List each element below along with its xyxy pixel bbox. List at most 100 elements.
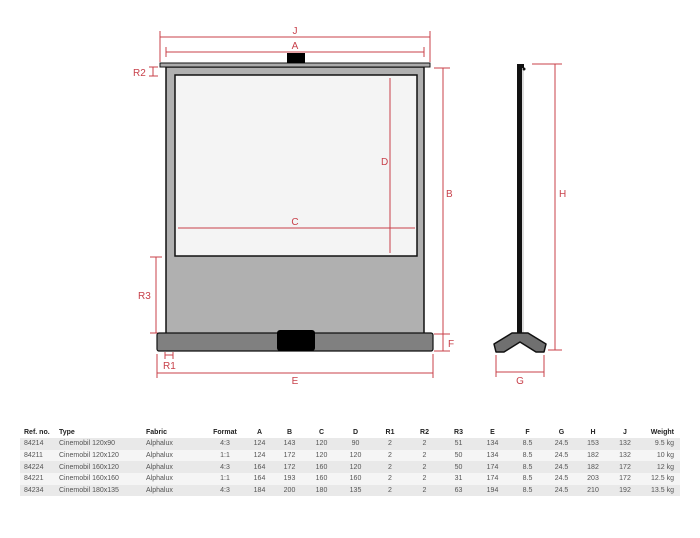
- table-cell: 160: [315, 463, 328, 471]
- table-cell: 210: [587, 487, 599, 495]
- table-cell: 12.5 kg: [651, 475, 674, 483]
- table-cell: 2: [388, 463, 392, 471]
- table-cell: Cinemobil 160x160: [59, 475, 119, 483]
- table-cell: 24.5: [554, 475, 569, 483]
- table-cell: 182: [587, 452, 599, 460]
- table-cell: 2: [388, 487, 392, 495]
- table-cell: 120: [315, 440, 328, 448]
- table-cell: 2: [422, 487, 427, 495]
- label-g: G: [516, 376, 524, 387]
- table-cell: 51: [454, 440, 463, 448]
- label-f: F: [448, 339, 454, 350]
- table-cell: 4:3: [220, 463, 230, 471]
- table-cell: 194: [486, 487, 499, 495]
- table-cell: 174: [486, 475, 499, 483]
- table-cell: 124: [253, 440, 266, 448]
- column-header: Fabric: [146, 429, 168, 436]
- table-cell: 203: [587, 475, 599, 483]
- table-cell: 8.5: [522, 475, 533, 483]
- column-header: R1: [385, 429, 395, 436]
- table-cell: 2: [422, 475, 427, 483]
- column-header: J: [623, 429, 627, 436]
- label-d: D: [381, 157, 388, 168]
- inner-dimension-lines: [178, 78, 415, 253]
- table-cell: 4:3: [220, 487, 230, 495]
- table-cell: 172: [283, 452, 296, 460]
- table-cell: 8.5: [522, 440, 533, 448]
- table-cell: 182: [587, 463, 599, 471]
- table-cell: 172: [619, 463, 631, 471]
- table-cell: Cinemobil 180x135: [59, 487, 119, 495]
- label-c: C: [291, 217, 298, 228]
- table-cell: 134: [486, 440, 499, 448]
- table-cell: 84221: [24, 475, 44, 483]
- table-cell: 1:1: [220, 452, 230, 460]
- table-cell: 12 kg: [656, 463, 674, 471]
- screen-dimension-diagram: J A R2 B C D R3 F R1 E H G: [133, 26, 566, 387]
- column-header: Format: [213, 429, 237, 436]
- column-header: R3: [454, 429, 463, 436]
- table-cell: 63: [454, 487, 463, 495]
- base-handle: [277, 330, 315, 351]
- column-header: Weight: [650, 429, 674, 436]
- column-header: G: [558, 429, 565, 436]
- column-header: Ref. no.: [24, 429, 50, 436]
- column-header: F: [525, 429, 530, 436]
- table-cell: 132: [619, 440, 631, 448]
- table-cell: 134: [486, 452, 499, 460]
- column-header: Type: [59, 429, 75, 436]
- table-cell: 174: [486, 463, 499, 471]
- table-cell: 8.5: [522, 463, 533, 471]
- column-header: D: [352, 429, 359, 436]
- side-foot: [493, 332, 547, 353]
- table-cell: 135: [349, 487, 362, 495]
- label-b: B: [446, 189, 453, 200]
- column-header: H: [590, 429, 596, 436]
- screen-fabric: [174, 74, 418, 257]
- table-cell: 50: [454, 452, 463, 460]
- table-cell: 2: [422, 452, 427, 460]
- table-cell: 24.5: [554, 440, 569, 448]
- table-cell: 24.5: [554, 452, 569, 460]
- label-h: H: [559, 189, 566, 200]
- top-handle: [287, 53, 305, 63]
- table-cell: 120: [349, 452, 362, 460]
- table-cell: 120: [315, 452, 328, 460]
- table-cell: 24.5: [554, 463, 569, 471]
- column-header: B: [286, 429, 293, 436]
- table-cell: 31: [454, 475, 463, 483]
- table-cell: 1:1: [220, 475, 230, 483]
- table-cell: 9.5 kg: [654, 440, 674, 448]
- label-r3: R3: [138, 291, 151, 302]
- table-cell: 84224: [24, 463, 44, 471]
- table-cell: 153: [587, 440, 599, 448]
- table-cell: 180: [315, 487, 328, 495]
- table-cell: 164: [253, 475, 266, 483]
- table-cell: 2: [388, 452, 392, 460]
- table-cell: 172: [283, 463, 296, 471]
- table-cell: Alphalux: [146, 475, 173, 483]
- table-cell: 8.5: [522, 452, 533, 460]
- table-cell: 90: [351, 440, 360, 448]
- side-pole: [517, 65, 522, 337]
- table-cell: 164: [253, 463, 266, 471]
- table-cell: 2: [388, 475, 392, 483]
- table-cell: Alphalux: [146, 452, 173, 460]
- table-cell: 50: [454, 463, 463, 471]
- table-cell: 84211: [24, 452, 43, 460]
- label-j: J: [293, 26, 298, 37]
- table-cell: Alphalux: [146, 463, 173, 471]
- dimension-lines: [149, 31, 562, 378]
- table-cell: 2: [388, 440, 392, 448]
- table-cell: 4:3: [220, 440, 230, 448]
- table-cell: 24.5: [554, 487, 569, 495]
- column-header: C: [318, 429, 325, 436]
- table-cell: 10 kg: [656, 452, 674, 460]
- label-r2: R2: [133, 68, 146, 79]
- table-cell: 200: [283, 487, 296, 495]
- table-cell: Cinemobil 160x120: [59, 463, 119, 471]
